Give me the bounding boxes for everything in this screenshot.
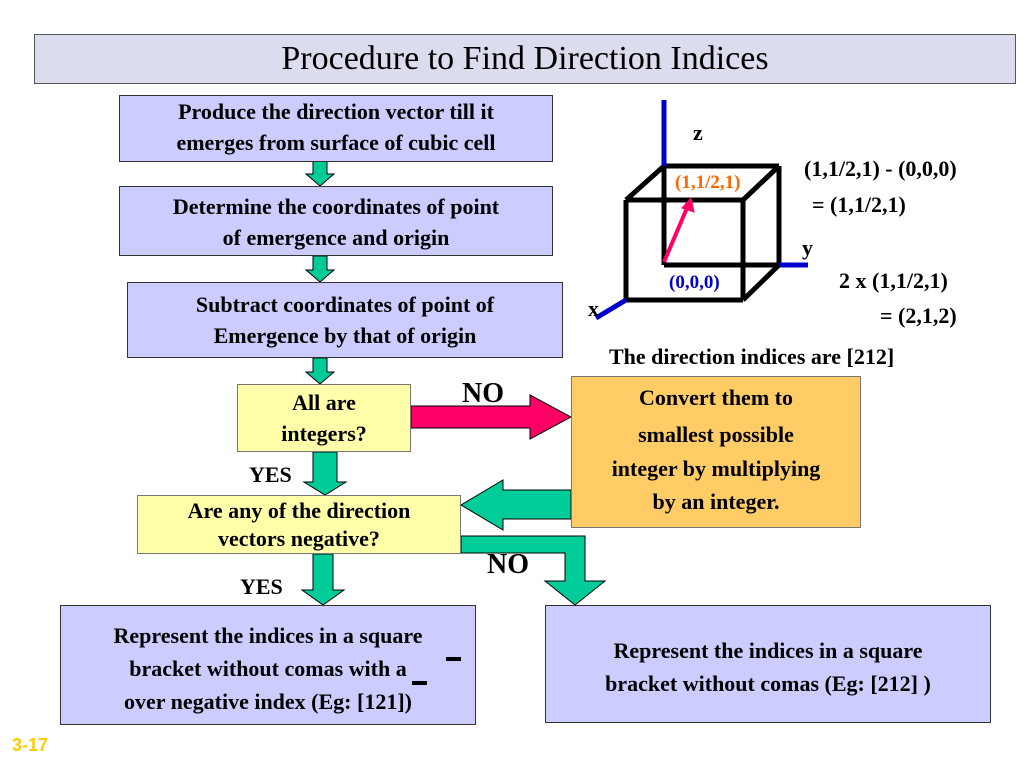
arrow-step3-to-decision1 — [304, 357, 336, 385]
step3-line2: Emergence by that of origin — [213, 323, 477, 348]
decision2-line1: Are any of the direction — [187, 498, 411, 523]
step2-box: Determine the coordinates of point of em… — [119, 186, 553, 256]
axis-y-label: y — [802, 235, 813, 260]
step2-line2: of emergence and origin — [222, 225, 450, 250]
axes — [594, 100, 808, 321]
no-label-1: NO — [462, 378, 504, 409]
slide-title: Procedure to Find Direction Indices — [34, 34, 1016, 84]
calc-line1: (1,1/2,1) - (0,0,0) — [804, 156, 957, 181]
direction-vector-arrow — [662, 196, 695, 263]
no-label-2: NO — [487, 549, 529, 580]
result-negative-line2: bracket without comas with a — [129, 656, 407, 681]
result-negative-box: Represent the indices in a square bracke… — [60, 605, 476, 725]
yes-label-2: YES — [240, 574, 283, 599]
arrow-step1-to-step2 — [304, 159, 336, 187]
negative-overbar-1 — [446, 657, 461, 661]
point-top-label: (1,1/2,1) — [675, 172, 741, 193]
decision2-box: Are any of the direction vectors negativ… — [137, 495, 461, 554]
convert-line4: by an integer. — [652, 489, 780, 514]
point-origin-label: (0,0,0) — [669, 272, 720, 293]
arrow-decision2-to-result-negative — [300, 553, 346, 606]
slide-number: 3-17 — [12, 735, 49, 755]
result-positive-line1: Represent the indices in a square — [613, 638, 923, 663]
convert-box: Convert them to smallest possible intege… — [571, 376, 861, 528]
step3-box: Subtract coordinates of point of Emergen… — [127, 282, 563, 358]
yes-label-1: YES — [249, 462, 292, 487]
arrow-decision1-to-decision2 — [302, 451, 348, 496]
axis-x-label: x — [588, 296, 599, 321]
result-positive-box: Represent the indices in a square bracke… — [545, 605, 991, 723]
arrow-step2-to-step3 — [304, 255, 336, 283]
calc-line3: 2 x (1,1/2,1) — [839, 268, 948, 293]
arrow-no-to-result-positive — [460, 535, 607, 606]
step3-line1: Subtract coordinates of point of — [195, 292, 495, 317]
calc-line4: = (2,1,2) — [880, 303, 957, 328]
step2-line1: Determine the coordinates of point — [172, 194, 500, 219]
decision1-line2: integers? — [281, 421, 367, 446]
convert-line3: integer by multiplying — [611, 456, 821, 481]
step1-box: Produce the direction vector till it eme… — [119, 95, 553, 162]
axis-z-label: z — [693, 120, 703, 145]
cube-drawing — [623, 163, 782, 303]
convert-line2: smallest possible — [638, 422, 794, 447]
x-axis-line — [594, 297, 628, 321]
result-negative-line1: Represent the indices in a square — [113, 623, 423, 648]
decision1-box: All are integers? — [237, 384, 411, 452]
decision1-line1: All are — [292, 390, 356, 415]
calc-line2: = (1,1/2,1) — [812, 192, 906, 217]
arrow-convert-to-decision2 — [460, 479, 572, 531]
step1-line2: emerges from surface of cubic cell — [176, 130, 496, 155]
direction-indices-result: The direction indices are [212] — [609, 344, 895, 369]
arrow-no-to-convert — [410, 394, 573, 440]
result-negative-line3: over negative index (Eg: [121]) — [124, 689, 412, 714]
negative-overbar-2 — [412, 681, 427, 685]
convert-line1: Convert them to — [639, 385, 793, 410]
decision2-line2: vectors negative? — [218, 526, 380, 551]
result-positive-line2: bracket without comas (Eg: [212] ) — [605, 671, 931, 696]
step1-line1: Produce the direction vector till it — [178, 99, 494, 124]
